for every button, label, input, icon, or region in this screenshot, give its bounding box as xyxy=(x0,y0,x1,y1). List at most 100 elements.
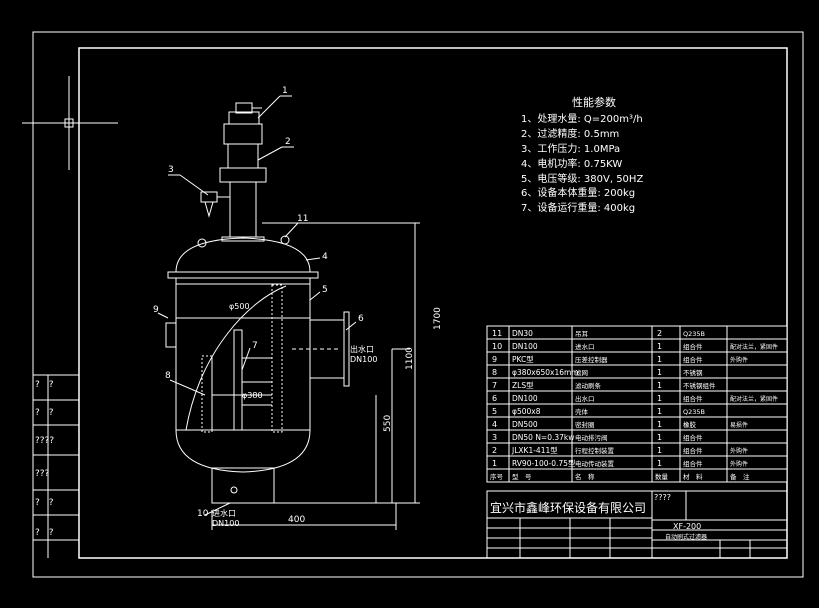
bom-cell-code: DN50 N=0.37kw xyxy=(512,433,574,442)
bom-cell-no: 9 xyxy=(492,355,497,364)
bom-cell-material: 组合件 xyxy=(683,342,703,351)
dia-screen-label: φ500 xyxy=(229,302,250,311)
bom-cell-qty: 1 xyxy=(657,342,662,351)
callout-4: 4 xyxy=(322,252,328,262)
dim-1700: 1700 xyxy=(433,307,443,330)
company-name: 宜兴市鑫峰环保设备有限公司 xyxy=(490,500,646,515)
bom-cell-qty: 1 xyxy=(657,459,662,468)
bom-cell-no: 11 xyxy=(492,329,502,338)
outlet-label: 出水口 xyxy=(350,344,374,354)
bom-cell-name: 电动排污阀 xyxy=(575,433,608,442)
bom-cell-code: ZLS型 xyxy=(512,381,534,390)
bom-header-cell: 名 称 xyxy=(575,472,595,481)
spec-item-7: 7、设备运行重量: 400kg xyxy=(521,201,635,214)
bom-cell-material: 组合件 xyxy=(683,446,703,455)
callout-leaders xyxy=(157,95,357,516)
bom-cell-code: DN100 xyxy=(512,394,538,403)
bom-cell-qty: 2 xyxy=(657,329,662,338)
spec-item-3: 3、工作压力: 1.0MPa xyxy=(521,142,620,155)
bom-cell-no: 5 xyxy=(492,407,497,416)
bom-cell-name: 滤网 xyxy=(575,368,588,377)
bom-cell-qty: 1 xyxy=(657,355,662,364)
bom-header-cell: 数量 xyxy=(655,472,669,481)
bom-cell-material: 组合件 xyxy=(683,394,703,403)
outlet-dn: DN100 xyxy=(350,355,377,364)
bom-cell-no: 3 xyxy=(492,433,497,442)
outer-border xyxy=(32,31,804,578)
callout-10: 10 xyxy=(197,509,209,519)
bom-cell-name: 壳体 xyxy=(575,407,589,416)
callout-1: 1 xyxy=(282,86,288,96)
bom-cell-material: 不锈钢 xyxy=(683,368,703,377)
spec-item-6: 6、设备本体重量: 200kg xyxy=(521,186,635,199)
bom-cell-material: 橡胶 xyxy=(683,420,697,429)
bom-cell-no: 7 xyxy=(492,381,497,390)
inlet-dn: DN100 xyxy=(212,519,239,528)
bom-cell-code: DN30 xyxy=(512,329,533,338)
spec-item-1: 1、处理水量: Q=200m³/h xyxy=(521,113,643,125)
bom-cell-note: 配对法兰，紧固件 xyxy=(730,343,778,351)
bom-cell-code: φ500x8 xyxy=(512,407,541,416)
dim-550: 550 xyxy=(383,415,393,432)
inlet-label: 进水口 xyxy=(212,508,236,518)
spec-title: 性能参数 xyxy=(572,95,616,109)
bom-cell-code: RV90-100-0.75型 xyxy=(512,459,576,468)
callout-2: 2 xyxy=(285,137,291,147)
dimension-lines xyxy=(211,222,420,530)
title-block xyxy=(486,490,788,559)
bom-cell-no: 8 xyxy=(492,368,497,377)
side-cell-1: ? ? xyxy=(35,380,54,390)
bom-header-cell: 材 料 xyxy=(683,472,703,481)
bom-cell-name: 进水口 xyxy=(575,342,595,351)
bom-cell-material: 组合件 xyxy=(683,355,703,364)
dia-inner-label: φ380 xyxy=(242,391,263,400)
bom-cell-name: 滤动刷条 xyxy=(575,381,602,390)
side-cell-6: ? ? xyxy=(35,528,54,538)
bom-cell-name: 电动传动装置 xyxy=(575,459,615,468)
bom-cell-material: 不锈钢组件 xyxy=(683,381,716,390)
title-unknown-cell: ???? xyxy=(654,493,671,502)
dim-1100: 1100 xyxy=(405,347,415,370)
bom-cell-no: 1 xyxy=(492,459,497,468)
side-cell-4: ??? xyxy=(35,469,50,479)
bom-cell-no: 10 xyxy=(492,342,502,351)
inner-border xyxy=(78,47,788,559)
side-cell-3: ???? xyxy=(35,436,54,446)
spec-item-4: 4、电机功率: 0.75KW xyxy=(521,157,622,170)
bom-cell-note: 外购件 xyxy=(730,460,748,468)
bom-cell-no: 2 xyxy=(492,446,497,455)
bom-cell-qty: 1 xyxy=(657,381,662,390)
bom-cell-qty: 1 xyxy=(657,407,662,416)
callout-8: 8 xyxy=(165,371,171,381)
bom-header-cell: 型 号 xyxy=(512,472,532,481)
spec-item-2: 2、过滤精度: 0.5mm xyxy=(521,127,619,140)
bom-cell-no: 6 xyxy=(492,394,497,403)
bom-cell-qty: 1 xyxy=(657,394,662,403)
bom-cell-note: 外购件 xyxy=(730,447,748,455)
bom-cell-qty: 1 xyxy=(657,420,662,429)
crosshair-cursor-icon xyxy=(22,76,118,170)
bom-cell-note: 外购件 xyxy=(730,356,748,364)
dim-400: 400 xyxy=(288,515,305,525)
callout-9: 9 xyxy=(153,305,159,315)
bom-cell-material: Q235B xyxy=(683,330,705,338)
model-code: XF-200 xyxy=(673,522,701,531)
bom-cell-material: 组合件 xyxy=(683,433,703,442)
bom-cell-qty: 1 xyxy=(657,368,662,377)
side-panel xyxy=(33,374,79,558)
side-cell-2: ? ? xyxy=(35,408,54,418)
bom-cell-no: 4 xyxy=(492,420,497,429)
bom-cell-name: 吊耳 xyxy=(575,330,589,338)
bom-cell-code: DN100 xyxy=(512,342,538,351)
bom-cell-material: 组合件 xyxy=(683,459,703,468)
spec-item-5: 5、电压等级: 380V, 50HZ xyxy=(521,172,643,185)
side-cell-5: ? ? xyxy=(35,498,54,508)
bom-cell-qty: 1 xyxy=(657,446,662,455)
bom-header-cell: 备 注 xyxy=(730,472,750,481)
bom-cell-code: φ380x650x16mm xyxy=(512,368,579,377)
callout-11: 11 xyxy=(297,214,308,224)
bom-cell-code: JLXK1-411型 xyxy=(511,446,558,455)
bom-cell-name: 密封圈 xyxy=(575,420,595,429)
